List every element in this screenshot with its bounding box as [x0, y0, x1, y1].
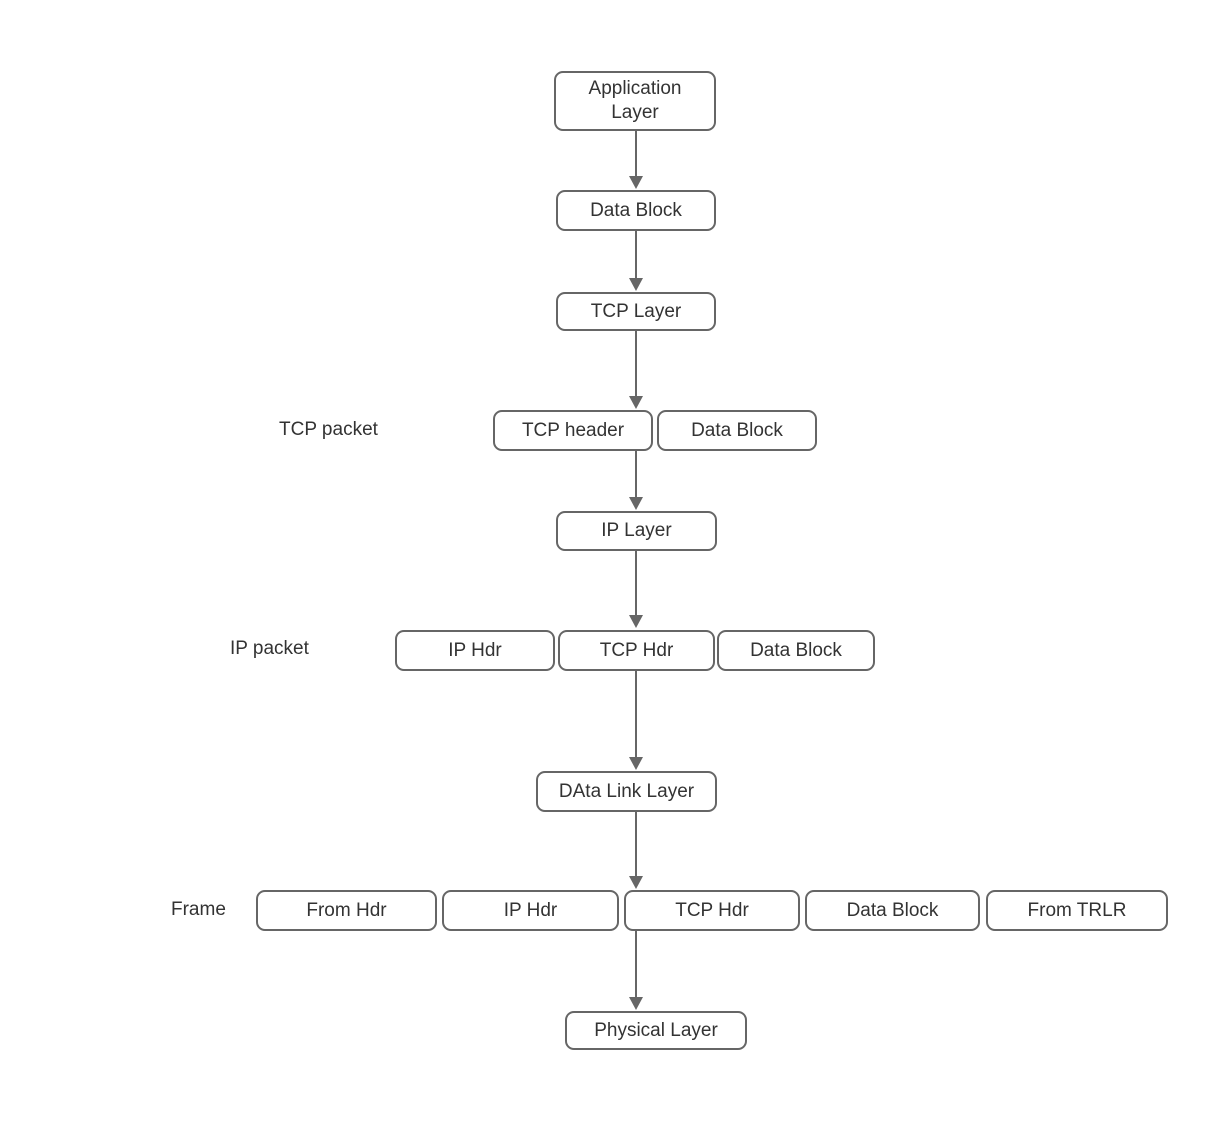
node-application-layer: Application Layer: [554, 71, 716, 131]
arrow-data-link-to-frame: [629, 812, 643, 889]
node-data-block-top: Data Block: [556, 190, 716, 231]
node-from-hdr: From Hdr: [256, 890, 437, 931]
label-ip-packet: IP packet: [230, 638, 309, 659]
node-data-link-layer: DAta Link Layer: [536, 771, 717, 812]
arrow-ip-layer-to-ip-packet: [629, 551, 643, 628]
label-frame: Frame: [171, 899, 226, 920]
node-tcp-packet-data-block: Data Block: [657, 410, 817, 451]
node-ip-layer: IP Layer: [556, 511, 717, 551]
arrow-tcp-packet-to-ip-layer: [629, 451, 643, 510]
label-tcp-packet: TCP packet: [279, 419, 378, 440]
node-frame-data-block: Data Block: [805, 890, 980, 931]
arrow-tcp-layer-to-tcp-packet: [629, 331, 643, 409]
arrow-application-to-data-block: [629, 131, 643, 189]
node-from-trlr: From TRLR: [986, 890, 1168, 931]
arrow-ip-packet-to-data-link: [629, 671, 643, 770]
node-ip-packet-tcp-hdr: TCP Hdr: [558, 630, 715, 671]
arrow-data-block-to-tcp-layer: [629, 231, 643, 291]
node-frame-ip-hdr: IP Hdr: [442, 890, 619, 931]
node-frame-tcp-hdr: TCP Hdr: [624, 890, 800, 931]
node-physical-layer: Physical Layer: [565, 1011, 747, 1050]
node-ip-packet-data-block: Data Block: [717, 630, 875, 671]
node-tcp-header: TCP header: [493, 410, 653, 451]
arrow-frame-to-physical: [629, 931, 643, 1010]
node-ip-hdr: IP Hdr: [395, 630, 555, 671]
node-tcp-layer: TCP Layer: [556, 292, 716, 331]
